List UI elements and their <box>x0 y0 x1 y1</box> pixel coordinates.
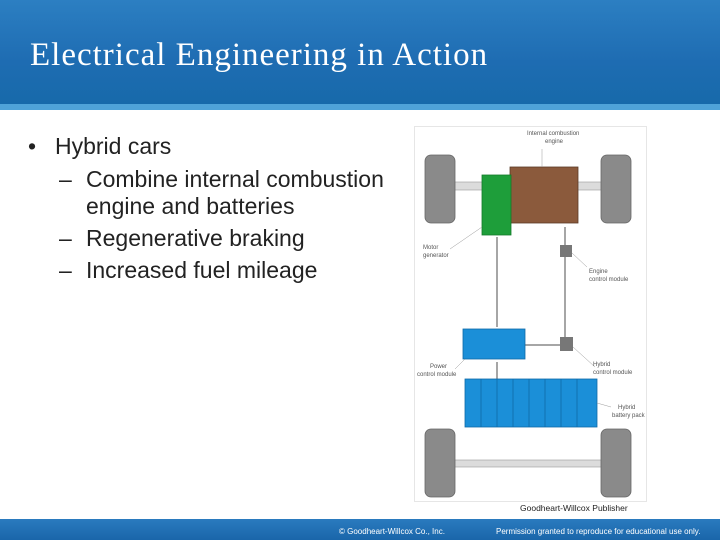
combustion-engine-block <box>509 166 579 224</box>
sub-bullet-mark: – <box>59 166 72 192</box>
label-ice-line2: engine <box>545 139 564 145</box>
sub-bullet-mark: – <box>59 225 72 251</box>
bullet-list: • Hybrid cars – Combine internal combust… <box>28 132 408 289</box>
sub-bullet-text: Combine internal combustion engine and b… <box>86 166 384 219</box>
hybrid-car-diagram-svg: Internal combustion engine Motor generat… <box>417 131 646 498</box>
bullet-mark: • <box>28 133 37 159</box>
bullet-item: • Hybrid cars <box>28 132 408 160</box>
title-bar <box>0 0 720 112</box>
label-battery-line2: battery pack <box>612 413 646 419</box>
label-battery-line1: Hybrid <box>618 405 635 411</box>
hybrid-control-module <box>560 337 573 351</box>
hybrid-car-diagram: Internal combustion engine Motor generat… <box>414 126 647 502</box>
label-ecm-line2: control module <box>589 277 629 283</box>
leader-lines <box>449 149 612 408</box>
rear-axle <box>444 459 616 468</box>
footer-permission: Permission granted to reproduce for educ… <box>496 527 701 536</box>
engine-control-module <box>560 245 572 257</box>
footer-bar <box>0 519 720 540</box>
label-ice-line1: Internal combustion <box>527 131 579 137</box>
footer-copyright: © Goodheart-Willcox Co., Inc. <box>339 527 445 536</box>
rear-right-tire <box>600 428 632 498</box>
battery-cell-dividers <box>480 379 578 427</box>
sub-bullet-mark: – <box>59 257 72 283</box>
label-motor-line1: Motor <box>423 245 438 251</box>
sub-bullet-text: Increased fuel mileage <box>86 257 318 283</box>
label-motor-line2: generator <box>423 253 449 259</box>
label-pcm-line2: control module <box>417 372 457 378</box>
label-hcm-line1: Hybrid <box>593 362 610 368</box>
slide-title: Electrical Engineering in Action <box>30 37 489 73</box>
rear-left-tire <box>424 428 456 498</box>
sub-bullet-item: – Increased fuel mileage <box>28 257 408 284</box>
bullet-text: Hybrid cars <box>55 133 172 159</box>
image-credit: Goodheart-Willcox Publisher <box>520 503 628 513</box>
sub-bullet-item: – Combine internal combustion engine and… <box>28 166 408 220</box>
power-control-module <box>462 328 526 360</box>
label-pcm-line1: Power <box>430 364 447 370</box>
label-ecm-line1: Engine <box>589 269 608 275</box>
label-hcm-line2: control module <box>593 370 633 376</box>
motor-generator-block <box>481 174 512 236</box>
sub-bullet-text: Regenerative braking <box>86 225 305 251</box>
sub-bullet-item: – Regenerative braking <box>28 225 408 252</box>
hybrid-battery-pack <box>464 378 598 428</box>
front-left-tire <box>424 154 456 224</box>
front-right-tire <box>600 154 632 224</box>
